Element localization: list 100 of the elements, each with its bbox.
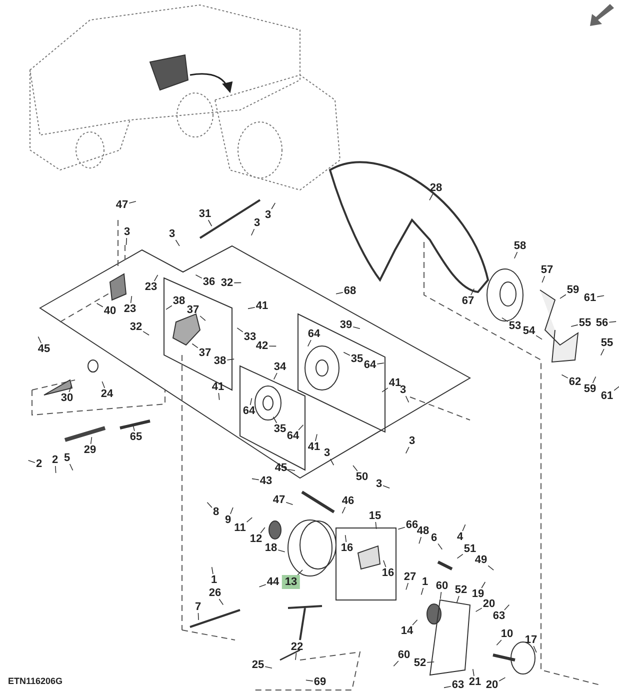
- callout-number: 23: [122, 303, 138, 315]
- callout-number: 28: [428, 182, 444, 194]
- leader-line: [475, 608, 482, 612]
- leader-line: [273, 372, 278, 380]
- callout-number: 15: [368, 510, 382, 522]
- callout-number: 20: [482, 598, 496, 610]
- leader-line: [68, 385, 72, 392]
- callout-number: 49: [474, 554, 488, 566]
- leader-line: [382, 388, 388, 392]
- leader-line: [218, 598, 224, 606]
- callout-number: 47: [114, 199, 130, 211]
- leader-line: [307, 340, 312, 347]
- leader-line: [570, 324, 578, 327]
- callout-number: 64: [362, 359, 378, 371]
- callout-number: 7: [194, 601, 202, 613]
- callout-number: 57: [540, 264, 554, 276]
- callout-number: 26: [208, 587, 222, 599]
- callout-number: 52: [454, 584, 468, 596]
- callout-number: 3: [374, 478, 384, 490]
- leader-line: [514, 252, 518, 259]
- callout-number: 3: [408, 435, 416, 447]
- leader-line: [418, 536, 422, 544]
- leader-line: [496, 640, 502, 646]
- callout-number: 3: [122, 226, 132, 238]
- leader-line: [412, 619, 418, 626]
- leader-line: [440, 592, 442, 600]
- callout-number: 47: [272, 494, 286, 506]
- callout-number: 38: [172, 295, 186, 307]
- leader-line: [438, 543, 443, 550]
- leader-line: [128, 200, 136, 204]
- callout-number: 52: [412, 657, 428, 669]
- leader-line: [218, 392, 220, 400]
- leader-line: [533, 646, 537, 653]
- leader-line: [536, 335, 542, 340]
- leader-line: [342, 506, 346, 514]
- callout-number: 68: [342, 285, 358, 297]
- callout-number: 59: [582, 383, 598, 395]
- leader-line: [420, 588, 424, 596]
- leader-line: [502, 317, 508, 322]
- leader-line: [38, 336, 42, 344]
- callout-number: 32: [220, 277, 234, 289]
- leader-line: [96, 303, 104, 308]
- leader-line: [596, 295, 604, 298]
- callout-number: 50: [354, 471, 370, 483]
- callout-number: 1: [210, 574, 218, 586]
- leader-line: [132, 424, 135, 432]
- leader-line: [315, 434, 318, 442]
- callout-number: 3: [264, 209, 272, 221]
- leader-line: [90, 436, 92, 444]
- leader-line: [234, 282, 242, 284]
- callout-number: 64: [306, 328, 322, 340]
- callout-number: 63: [450, 679, 466, 691]
- leader-line: [195, 274, 202, 279]
- leader-line: [54, 466, 56, 474]
- leader-line: [248, 306, 256, 310]
- leader-line: [405, 446, 410, 454]
- leader-line: [250, 228, 255, 236]
- callout-number: 13: [282, 575, 300, 589]
- callout-number: 55: [578, 317, 592, 329]
- callout-number: 35: [350, 353, 364, 365]
- leader-line: [271, 202, 276, 210]
- callout-number: 41: [254, 300, 270, 312]
- callout-number: 32: [128, 321, 144, 333]
- callout-number: 1: [420, 576, 430, 588]
- callout-number: 53: [508, 320, 522, 332]
- leader-line: [444, 686, 452, 688]
- callout-number: 33: [242, 331, 258, 343]
- callout-number: 36: [202, 276, 216, 288]
- callout-number: 34: [272, 361, 288, 373]
- leader-line: [28, 460, 36, 464]
- callout-number: 2: [50, 454, 60, 466]
- leader-line: [600, 348, 604, 356]
- callout-number: 22: [290, 641, 304, 653]
- leader-line: [246, 517, 253, 523]
- leader-line: [481, 582, 486, 588]
- leader-line: [456, 596, 460, 604]
- leader-line: [456, 554, 464, 559]
- callout-number: 11: [233, 522, 247, 534]
- leader-line: [330, 458, 334, 466]
- callout-number: 61: [582, 292, 598, 304]
- leader-line: [561, 374, 568, 378]
- callout-number: 12: [248, 533, 264, 545]
- callout-number: 37: [198, 347, 212, 359]
- leader-line: [343, 352, 350, 356]
- leader-line: [393, 660, 399, 667]
- leader-line: [295, 652, 297, 660]
- leader-line: [352, 326, 360, 330]
- leader-line: [298, 424, 304, 430]
- leader-line: [344, 534, 347, 542]
- callout-number: 46: [340, 495, 356, 507]
- leader-line: [102, 381, 106, 388]
- callout-number: 2: [34, 458, 44, 470]
- leader-line: [198, 612, 199, 620]
- callout-number: 45: [274, 462, 288, 474]
- callout-number: 3: [322, 447, 332, 459]
- callout-number: 19: [470, 588, 486, 600]
- leader-line: [426, 661, 434, 663]
- leader-line: [175, 240, 180, 246]
- leader-line: [286, 502, 294, 505]
- callout-number: 62: [568, 376, 582, 388]
